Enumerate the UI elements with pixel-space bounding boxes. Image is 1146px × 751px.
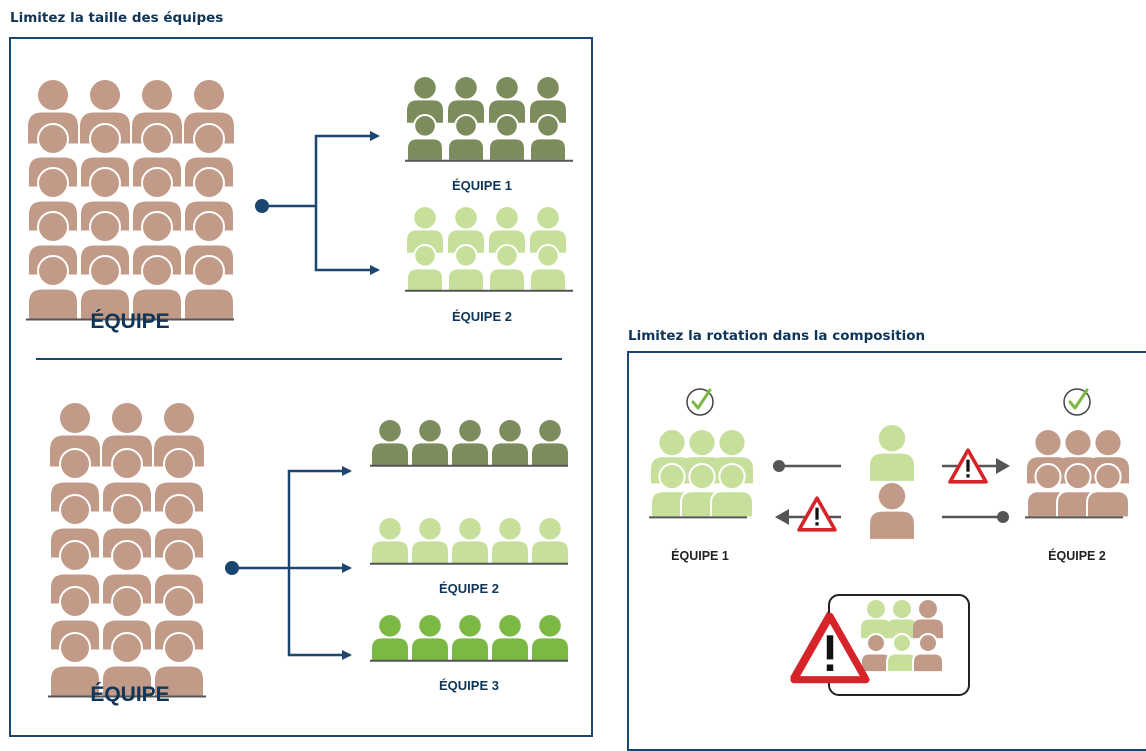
person-icon bbox=[913, 600, 943, 639]
top-branch-1-arrow bbox=[314, 131, 380, 206]
person-icon bbox=[492, 518, 528, 564]
crowd-groups bbox=[26, 77, 1130, 698]
person-icon bbox=[372, 615, 408, 661]
bottom-team-3-crowd bbox=[370, 615, 568, 662]
person-icon bbox=[532, 420, 568, 466]
bottom-team-2-crowd bbox=[370, 518, 568, 565]
bottom-team-3-label: ÉQUIPE 3 bbox=[439, 678, 499, 693]
person-icon bbox=[870, 425, 914, 481]
person-icon bbox=[448, 207, 484, 253]
person-icon bbox=[27, 255, 79, 321]
person-icon bbox=[912, 633, 944, 674]
bottom-source-crowd bbox=[48, 403, 206, 698]
person-icon bbox=[530, 77, 566, 123]
person-icon bbox=[407, 77, 443, 123]
person-icon bbox=[452, 420, 488, 466]
person-icon bbox=[372, 420, 408, 466]
top-source-crowd bbox=[26, 80, 235, 321]
warning-icon bbox=[790, 612, 870, 684]
person-icon bbox=[452, 615, 488, 661]
warning-icon bbox=[797, 496, 837, 532]
top-team-1-label: ÉQUIPE 1 bbox=[452, 178, 512, 193]
person-icon bbox=[412, 420, 448, 466]
bottom-team-1-crowd bbox=[370, 420, 568, 467]
person-icon bbox=[183, 255, 235, 321]
person-icon bbox=[489, 207, 525, 253]
top-team-2-label: ÉQUIPE 2 bbox=[452, 309, 512, 324]
person-icon bbox=[101, 632, 153, 698]
person-icon bbox=[488, 244, 526, 292]
rotation-team-1-crowd bbox=[649, 430, 754, 519]
person-icon bbox=[887, 600, 917, 639]
person-icon bbox=[532, 615, 568, 661]
bottom-branch-3-arrow bbox=[287, 568, 352, 660]
person-icon bbox=[406, 244, 444, 292]
person-icon bbox=[529, 244, 567, 292]
person-icon bbox=[412, 615, 448, 661]
person-icon bbox=[530, 207, 566, 253]
person-icon bbox=[860, 633, 892, 674]
person-icon bbox=[447, 244, 485, 292]
person-icon bbox=[49, 632, 101, 698]
bottom-branch-1-arrow bbox=[287, 466, 352, 568]
rotation-team-1-label: ÉQUIPE 1 bbox=[671, 549, 729, 563]
top-branch-2-arrow bbox=[314, 206, 380, 275]
arrow-team1-to-center bbox=[773, 460, 841, 472]
panel-right-title: Limitez la rotation dans la composition bbox=[628, 328, 926, 344]
person-icon bbox=[488, 114, 526, 162]
rotating-members bbox=[870, 425, 914, 539]
person-icon bbox=[861, 600, 891, 639]
check-circle-icon bbox=[686, 388, 714, 416]
person-icon bbox=[886, 633, 918, 674]
person-icon bbox=[79, 255, 131, 321]
connectors bbox=[225, 131, 380, 660]
person-icon bbox=[131, 255, 183, 321]
person-icon bbox=[492, 420, 528, 466]
person-icon bbox=[412, 518, 448, 564]
person-icon bbox=[447, 114, 485, 162]
bottom-team-2-label: ÉQUIPE 2 bbox=[439, 581, 499, 596]
person-icon bbox=[710, 463, 754, 519]
person-icon bbox=[448, 77, 484, 123]
person-icon bbox=[1086, 463, 1130, 519]
panel-left-title: Limitez la taille des équipes bbox=[10, 10, 224, 26]
check-circle-icon bbox=[1063, 388, 1091, 416]
person-icon bbox=[372, 518, 408, 564]
arrow-team2-to-center bbox=[942, 511, 1009, 523]
top-team-1-crowd bbox=[405, 77, 573, 162]
rotation-team-2-label: ÉQUIPE 2 bbox=[1048, 549, 1106, 563]
icon-layer bbox=[686, 388, 1091, 696]
top-source-team-label: ÉQUIPE bbox=[90, 310, 170, 333]
top-team-2-crowd bbox=[405, 207, 573, 292]
person-icon bbox=[452, 518, 488, 564]
warning-icon bbox=[948, 448, 988, 484]
person-icon bbox=[529, 114, 567, 162]
mixed-team-crowd bbox=[860, 600, 944, 674]
person-icon bbox=[406, 114, 444, 162]
person-icon bbox=[407, 207, 443, 253]
person-icon bbox=[532, 518, 568, 564]
person-icon bbox=[492, 615, 528, 661]
person-icon bbox=[489, 77, 525, 123]
diagram-canvas bbox=[26, 77, 1130, 698]
person-icon bbox=[870, 483, 914, 539]
panel-left-divider bbox=[36, 358, 562, 360]
bottom-source-team-label: ÉQUIPE bbox=[90, 683, 170, 706]
person-icon bbox=[153, 632, 205, 698]
rotation-team-2-crowd bbox=[1025, 430, 1130, 519]
